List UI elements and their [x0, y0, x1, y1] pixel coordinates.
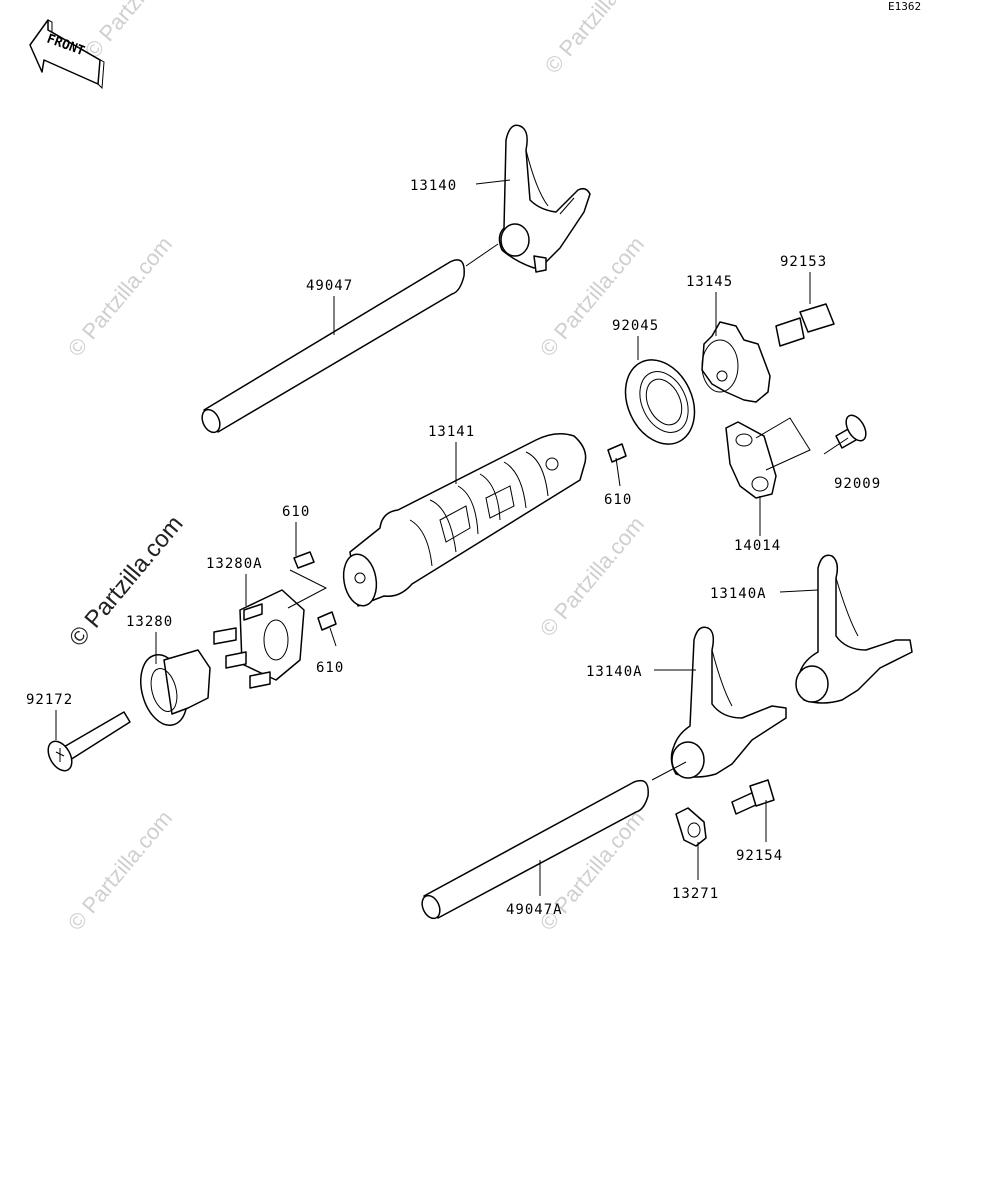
stopper-plate-14014 [725, 421, 777, 499]
bearing-92045 [624, 359, 696, 445]
shift-fork-13140A-upper [795, 554, 913, 704]
callout-92154: 92154 [736, 848, 783, 864]
callout-610-top: 610 [282, 504, 310, 520]
plate-13271 [675, 807, 707, 847]
callout-13271: 13271 [672, 886, 719, 902]
shift-fork-13140A-lower [670, 626, 787, 779]
callout-13145: 13145 [686, 274, 733, 290]
leader-lines [55, 179, 849, 896]
callout-13280A: 13280A [206, 556, 263, 572]
bolt-92153 [775, 303, 835, 347]
front-direction-arrow-icon: FRONT [29, 19, 105, 90]
callout-14014: 14014 [734, 538, 781, 554]
watermark: © Partzilla.com [80, 0, 194, 63]
callout-92009: 92009 [834, 476, 881, 492]
watermark: © Partzilla.com [63, 232, 177, 362]
shift-fork-13140 [498, 124, 591, 273]
dowel-pin-610a [293, 551, 315, 569]
pin-holder-13280A [213, 589, 305, 689]
shift-rod-49047A [421, 761, 687, 920]
callout-92045: 92045 [612, 318, 659, 334]
callout-labels: 13140 49047 92153 13145 92045 13141 9200… [26, 178, 881, 918]
callout-13140A-lower: 13140A [586, 664, 643, 680]
callout-92172: 92172 [26, 692, 73, 708]
callout-610-right: 610 [604, 492, 632, 508]
callout-49047A: 49047A [506, 902, 563, 918]
pin-holder-13280 [140, 649, 211, 726]
watermark: © Partzilla.com [63, 806, 177, 936]
shift-drum-13141 [342, 433, 587, 607]
bolt-92154 [731, 779, 775, 815]
callout-610-bottom: 610 [316, 660, 344, 676]
callout-13140: 13140 [410, 178, 457, 194]
bolt-92172 [47, 711, 131, 772]
callout-13280: 13280 [126, 614, 173, 630]
diagram-code: E1362 [888, 0, 921, 13]
watermark: © Partzilla.com [535, 512, 649, 642]
shift-cam-13145 [701, 321, 771, 403]
callout-13141: 13141 [428, 424, 475, 440]
watermark: © Partzilla.com [540, 0, 654, 78]
callout-13140A-upper: 13140A [710, 586, 767, 602]
callout-92153: 92153 [780, 254, 827, 270]
callout-49047: 49047 [306, 278, 353, 294]
watermark-main: © Partzilla.com [64, 511, 189, 652]
dowel-pin-610b [607, 443, 627, 463]
shift-rod-49047 [201, 243, 499, 434]
dowel-pin-610c [317, 611, 337, 631]
